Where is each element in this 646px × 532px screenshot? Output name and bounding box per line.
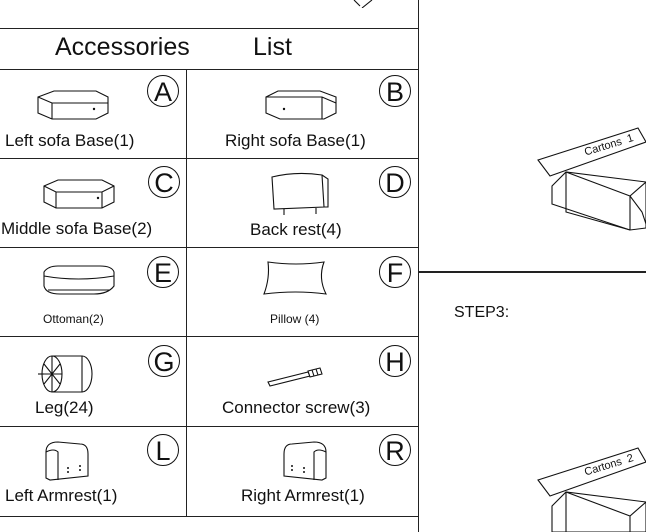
item-label: Ottoman(2) [43, 312, 104, 326]
leg-icon [38, 355, 93, 393]
left-armrest-icon [45, 441, 89, 481]
item-label: Connector screw(3) [222, 398, 371, 417]
item-label: Back rest(4) [250, 220, 342, 239]
item-letter: D [379, 166, 411, 198]
grid-line-row1 [0, 158, 418, 159]
item-letter: F [379, 256, 411, 288]
sofa-base-icon [43, 179, 115, 209]
connector-screw-icon [267, 367, 323, 387]
grid-line-header-bottom [0, 69, 418, 70]
grid-line-row5 [0, 516, 418, 517]
grid-line-row4 [0, 426, 418, 427]
item-label: Middle sofa Base(2) [1, 219, 153, 238]
grid-line-right-border [418, 0, 419, 532]
item-label: Left Armrest(1) [5, 486, 118, 505]
item-letter: A [147, 75, 179, 107]
grid-line-row2 [0, 247, 418, 248]
item-letter: C [148, 166, 180, 198]
item-label: Pillow (4) [270, 312, 320, 326]
pillow-icon [263, 261, 327, 295]
item-letter: R [379, 434, 411, 466]
header-list: List [253, 33, 292, 61]
back-rest-icon [271, 172, 329, 215]
ottoman-icon [43, 265, 115, 295]
item-letter: L [147, 434, 179, 466]
item-label: Right Armrest(1) [241, 486, 365, 505]
grid-line-center [186, 69, 187, 516]
header-accessories: Accessories [55, 33, 190, 61]
item-letter: E [147, 256, 179, 288]
cut-off-title-glyph [353, 0, 373, 8]
step-divider [418, 271, 646, 273]
right-armrest-icon [283, 441, 327, 481]
step-label: STEP3: [454, 304, 510, 321]
item-letter: B [379, 75, 411, 107]
carton-box-icon [537, 447, 646, 532]
item-label: Leg(24) [35, 398, 94, 417]
sofa-base-icon [265, 90, 337, 120]
item-letter: G [148, 345, 180, 377]
item-letter: H [379, 345, 411, 377]
grid-line-row3 [0, 336, 418, 337]
grid-line-top [0, 28, 418, 29]
carton-box-icon [537, 127, 646, 231]
item-label: Left sofa Base(1) [5, 131, 135, 150]
sofa-base-icon [37, 90, 109, 120]
item-label: Right sofa Base(1) [225, 131, 366, 150]
